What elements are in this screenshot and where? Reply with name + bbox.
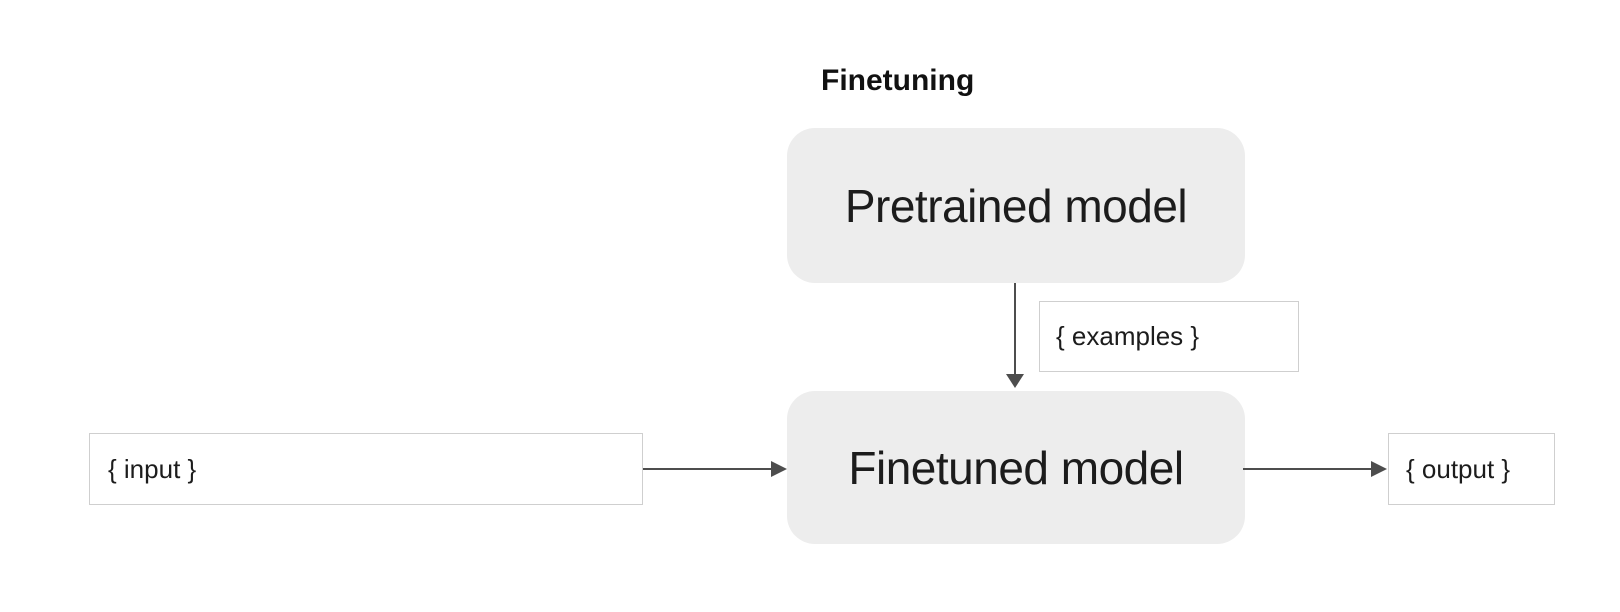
output-box: { output } bbox=[1388, 433, 1555, 505]
input-box: { input } bbox=[89, 433, 643, 505]
arrowhead-right-icon bbox=[771, 461, 787, 477]
arrow-input-to-finetuned bbox=[643, 468, 771, 470]
arrowhead-down-icon bbox=[1006, 374, 1024, 388]
input-label: { input } bbox=[108, 453, 197, 484]
arrowhead-right-icon bbox=[1371, 461, 1387, 477]
output-label: { output } bbox=[1406, 453, 1511, 484]
node-finetuned-model: Finetuned model bbox=[787, 391, 1245, 544]
diagram-title: Finetuning bbox=[821, 64, 975, 97]
examples-label: { examples } bbox=[1056, 321, 1200, 351]
arrow-finetuned-to-output bbox=[1243, 468, 1371, 470]
arrow-pretrained-to-finetuned bbox=[1014, 283, 1016, 375]
node-finetuned-model-label: Finetuned model bbox=[848, 441, 1184, 494]
examples-box: { examples } bbox=[1039, 301, 1299, 372]
node-pretrained-model: Pretrained model bbox=[787, 128, 1245, 283]
node-pretrained-model-label: Pretrained model bbox=[844, 179, 1188, 232]
